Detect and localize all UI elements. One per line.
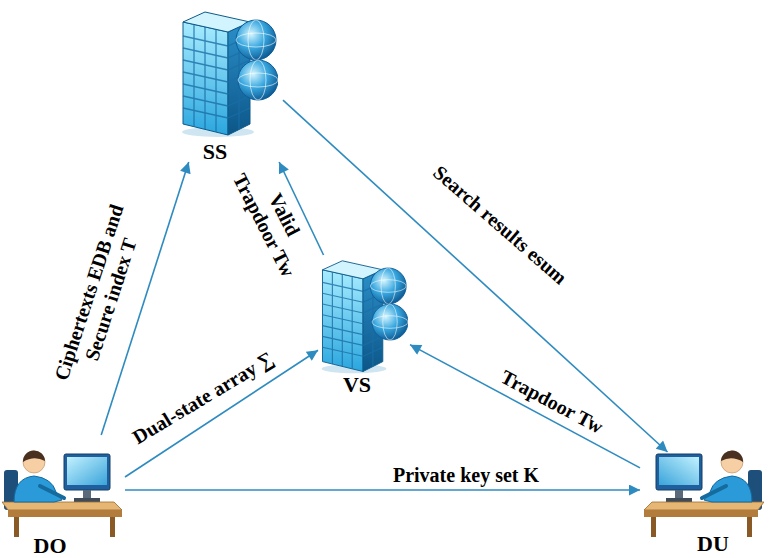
user-icon	[2, 450, 122, 537]
user-node: DU	[640, 452, 771, 558]
user-icon	[644, 450, 764, 537]
arrow-connector	[283, 100, 668, 452]
node-label: DU	[697, 531, 729, 557]
server-icon	[322, 261, 408, 374]
server-icon	[182, 12, 278, 137]
arrow-connector	[125, 489, 640, 491]
edge-label: Trapdoor Tw	[480, 357, 623, 448]
edge-label: Private key set K	[356, 464, 576, 487]
edge-label: Dual-state array ∑	[103, 331, 303, 464]
edge-label: Search results esum	[406, 141, 595, 309]
node-label: DO	[34, 533, 67, 558]
user-icon	[644, 450, 764, 537]
user-node: DO	[0, 435, 125, 558]
edge-label: Ciphertexts EDB and Secure index T	[50, 201, 151, 391]
arrow-connector	[410, 345, 640, 468]
node-label: SS	[203, 139, 227, 165]
server-node: VS	[318, 255, 410, 395]
server-node: SS	[183, 0, 283, 162]
node-label: VS	[343, 372, 371, 398]
